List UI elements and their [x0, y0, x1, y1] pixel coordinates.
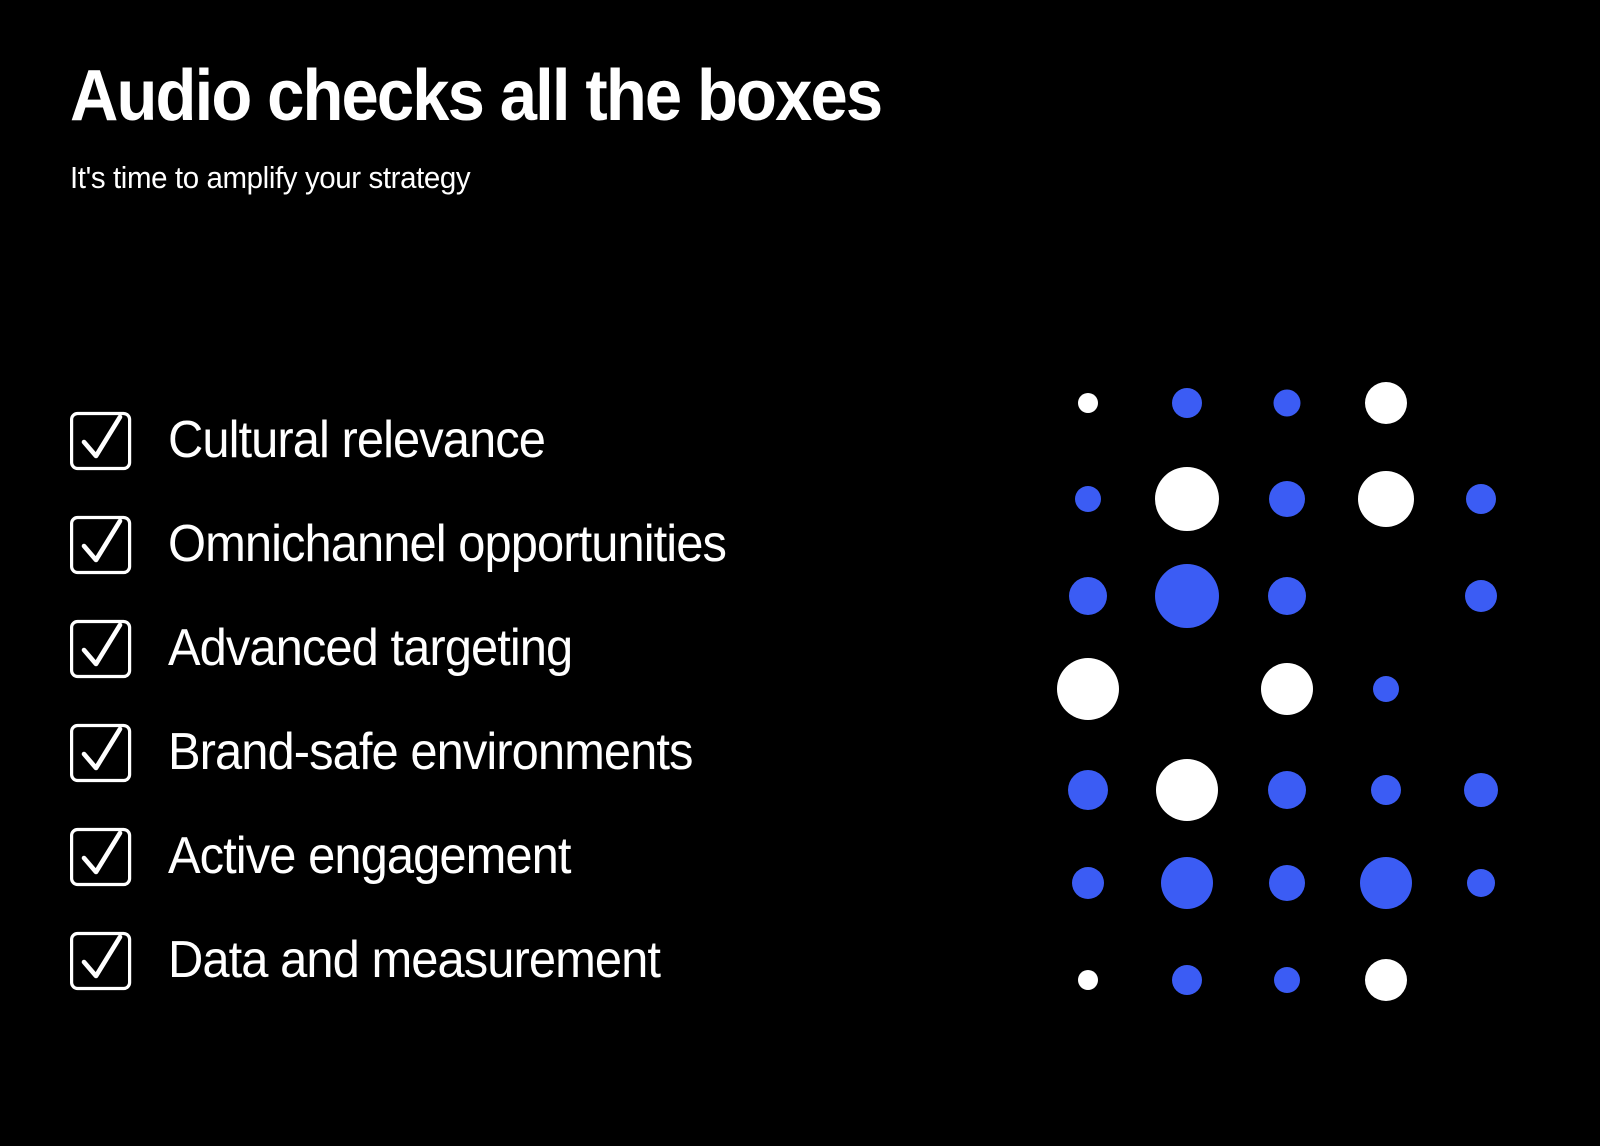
grid-dot	[1078, 970, 1098, 990]
grid-dot	[1269, 481, 1305, 517]
grid-dot	[1274, 967, 1300, 993]
grid-dot	[1078, 393, 1098, 413]
grid-dot	[1172, 388, 1202, 418]
grid-dot	[1360, 857, 1412, 909]
grid-dot	[1466, 484, 1496, 514]
grid-dot	[1464, 773, 1498, 807]
list-item[interactable]: Active engagement	[70, 804, 1030, 908]
grid-dot	[1172, 965, 1202, 995]
grid-dot	[1373, 676, 1399, 702]
list-item-label: Cultural relevance	[168, 411, 546, 469]
checkbox-checked-icon[interactable]	[70, 617, 132, 679]
grid-dot	[1365, 382, 1407, 424]
checkbox-checked-icon[interactable]	[70, 929, 132, 991]
grid-dot	[1465, 580, 1497, 612]
grid-dot	[1273, 389, 1301, 417]
list-item-label: Active engagement	[168, 827, 571, 885]
grid-dot	[1358, 471, 1414, 527]
list-item-label: Omnichannel opportunities	[168, 515, 727, 573]
grid-dot	[1365, 959, 1407, 1001]
grid-dot	[1156, 759, 1218, 821]
checkbox-checked-icon[interactable]	[70, 409, 132, 471]
list-item-label: Advanced targeting	[168, 619, 573, 677]
list-item[interactable]: Data and measurement	[70, 908, 1030, 1012]
list-item[interactable]: Cultural relevance	[70, 388, 1030, 492]
grid-dot	[1072, 867, 1104, 899]
list-item[interactable]: Brand-safe environments	[70, 700, 1030, 804]
grid-dot	[1155, 467, 1219, 531]
grid-dot	[1269, 865, 1305, 901]
list-item[interactable]: Advanced targeting	[70, 596, 1030, 700]
heading-block: Audio checks all the boxes It's time to …	[70, 56, 1070, 198]
page-title: Audio checks all the boxes	[70, 56, 883, 136]
grid-dot	[1155, 564, 1219, 628]
grid-dot	[1268, 771, 1306, 809]
grid-dot	[1069, 577, 1107, 615]
grid-dot	[1068, 770, 1108, 810]
grid-dot	[1467, 869, 1495, 897]
grid-dot	[1371, 775, 1401, 805]
list-item-label: Brand-safe environments	[168, 723, 693, 781]
page-subtitle: It's time to amplify your strategy	[70, 160, 471, 195]
checkbox-checked-icon[interactable]	[70, 513, 132, 575]
list-item-label: Data and measurement	[168, 931, 661, 989]
grid-dot	[1161, 857, 1213, 909]
grid-dot	[1057, 658, 1119, 720]
grid-dot	[1075, 486, 1101, 512]
dot-grid-graphic	[1040, 370, 1540, 1010]
checkbox-checked-icon[interactable]	[70, 825, 132, 887]
checkbox-checked-icon[interactable]	[70, 721, 132, 783]
list-item[interactable]: Omnichannel opportunities	[70, 492, 1030, 596]
grid-dot	[1261, 663, 1313, 715]
grid-dot	[1268, 577, 1306, 615]
